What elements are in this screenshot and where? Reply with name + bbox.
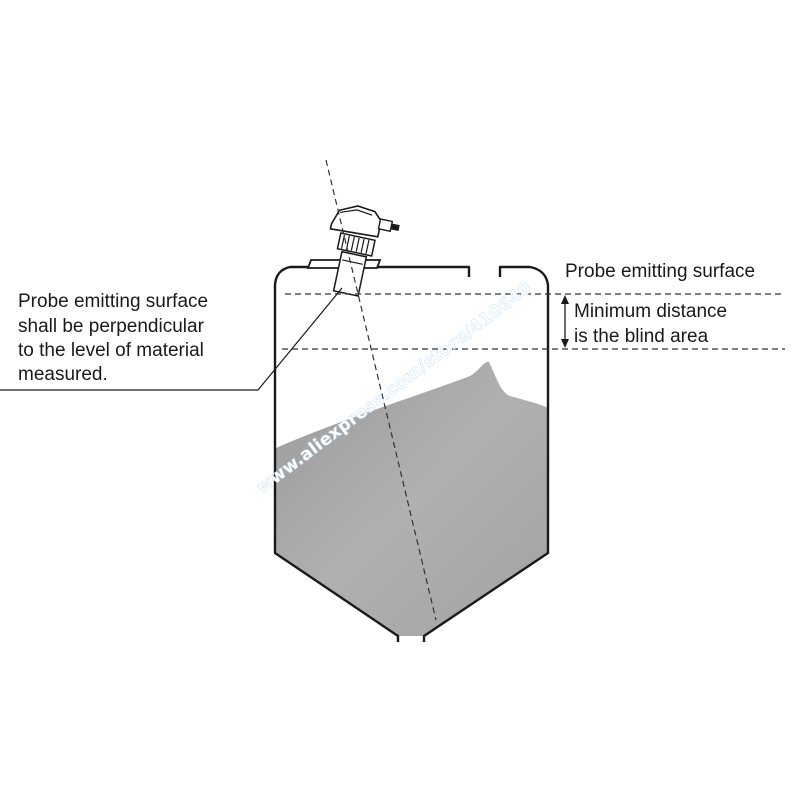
- probe-emitting-surface-label: Probe emitting surface: [565, 261, 755, 282]
- probe-sensor: [329, 205, 400, 297]
- blind-area-label-line1: Minimum distance: [574, 301, 727, 322]
- note-line-2: shall be perpendicular: [18, 316, 205, 337]
- probe-axis-line: [325, 159, 437, 621]
- note-line-1: Probe emitting surface: [18, 291, 208, 312]
- material-fill: [276, 361, 548, 636]
- note-leader-line: [0, 287, 343, 391]
- note-line-3: to the level of material: [18, 340, 204, 361]
- note-line-4: measured.: [18, 364, 108, 385]
- blind-area-dimension-arrow: [561, 295, 569, 348]
- silo-outline: [273, 265, 550, 642]
- blind-area-label-line2: is the blind area: [574, 326, 709, 347]
